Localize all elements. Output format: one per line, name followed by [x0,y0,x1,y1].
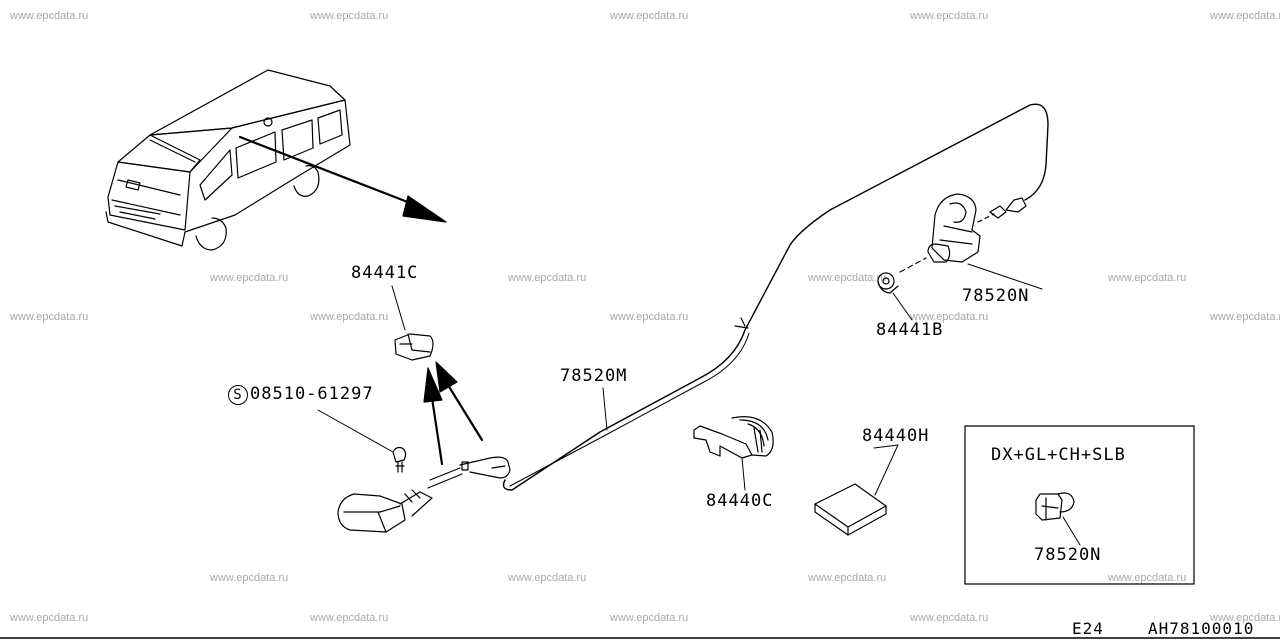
watermark: www.epcdata.ru [10,612,89,624]
label-84440C: 84440C [706,491,774,511]
watermark: www.epcdata.ru [508,272,587,284]
watermark: www.epcdata.ru [808,272,887,284]
watermark: www.epcdata.ru [610,612,689,624]
leader-lines [318,264,1080,545]
section-code: E24 [1072,619,1104,638]
watermark: www.epcdata.ru [210,572,289,584]
watermark: www.epcdata.ru [310,612,389,624]
label-84441C: 84441C [351,263,419,283]
label-78520N-variant: 78520N [1034,545,1102,565]
screw-08510-61297 [393,448,406,473]
watermark: www.epcdata.ru [910,10,989,22]
clamp-84440C [694,417,773,458]
van-illustration [106,70,350,250]
location-arrow [240,137,446,222]
latch-78520N-variant [1036,493,1074,520]
watermark: www.epcdata.ru [1210,311,1280,323]
variant-box [965,426,1194,584]
watermark: www.epcdata.ru [10,311,89,323]
standard-part-badge: S [228,385,248,405]
watermark: www.epcdata.ru [1108,272,1187,284]
grommet-84441B [878,273,898,293]
watermark: www.epcdata.ru [310,311,389,323]
opener-lever [338,490,432,532]
watermark: www.epcdata.ru [610,10,689,22]
watermark: www.epcdata.ru [910,311,989,323]
latch-78520N [900,194,1026,272]
drawing-number: AH78100010 [1148,619,1255,638]
watermark: www.epcdata.ru [610,311,689,323]
label-84441B: 84441B [876,320,944,340]
watermark: www.epcdata.ru [1210,612,1280,624]
pad-84440H [815,484,886,535]
watermark: www.epcdata.ru [210,272,289,284]
label-78520M: 78520M [560,366,628,386]
variant-title: DX+GL+CH+SLB [991,445,1126,465]
watermark: www.epcdata.ru [508,572,587,584]
watermark: www.epcdata.ru [1210,10,1280,22]
watermark: www.epcdata.ru [1108,572,1187,584]
assembly-arrows [424,362,482,464]
watermark: www.epcdata.ru [10,10,89,22]
label-08510-61297-text: 08510-61297 [250,384,374,404]
release-cable-78520M [428,104,1048,490]
label-78520N: 78520N [962,286,1030,306]
watermark: www.epcdata.ru [808,572,887,584]
label-84440H: 84440H [862,426,930,446]
watermark: www.epcdata.ru [910,612,989,624]
clip-84441C [395,334,433,360]
watermark: www.epcdata.ru [310,10,389,22]
